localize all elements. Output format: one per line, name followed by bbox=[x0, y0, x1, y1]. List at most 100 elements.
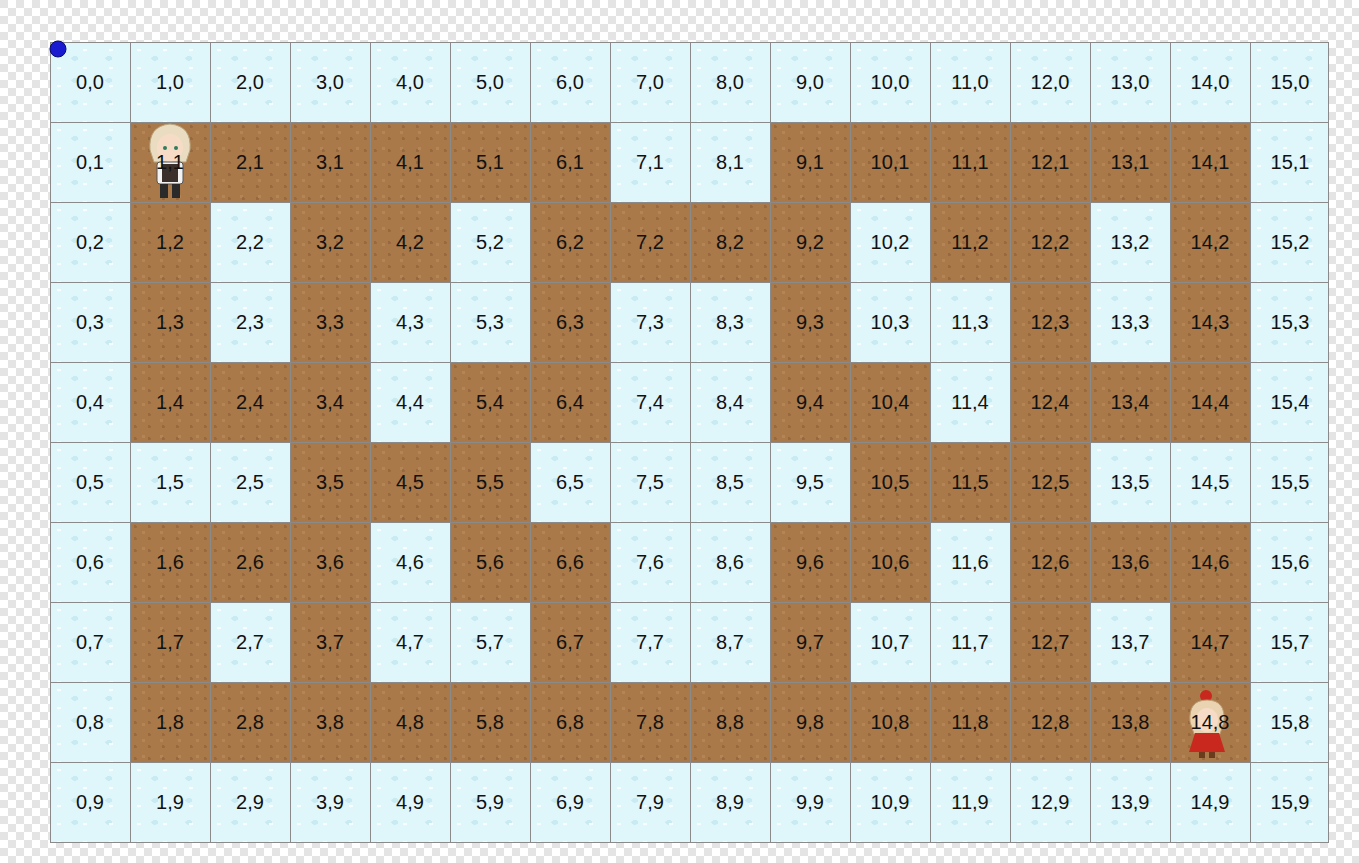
tile-cell: 9,4 bbox=[770, 362, 850, 442]
tile-coordinate: 0,9 bbox=[76, 791, 104, 814]
tile-coordinate: 15,5 bbox=[1271, 471, 1310, 494]
tile-cell: 0,8 bbox=[50, 682, 130, 762]
tile-coordinate: 8,9 bbox=[716, 791, 744, 814]
tile-cell: 9,2 bbox=[770, 202, 850, 282]
tile-cell: 0,7 bbox=[50, 602, 130, 682]
tile-coordinate: 15,4 bbox=[1271, 391, 1310, 414]
tile-cell: 7,8 bbox=[610, 682, 690, 762]
tile-coordinate: 6,3 bbox=[556, 311, 584, 334]
tile-coordinate: 4,6 bbox=[396, 551, 424, 574]
tile-coordinate: 0,2 bbox=[76, 231, 104, 254]
tile-coordinate: 9,4 bbox=[796, 391, 824, 414]
tile-cell: 0,4 bbox=[50, 362, 130, 442]
tile-coordinate: 8,0 bbox=[716, 71, 744, 94]
tile-coordinate: 10,9 bbox=[871, 791, 910, 814]
tile-coordinate: 3,7 bbox=[316, 631, 344, 654]
tile-cell: 15,3 bbox=[1250, 282, 1330, 362]
tile-coordinate: 8,5 bbox=[716, 471, 744, 494]
tile-coordinate: 11,4 bbox=[951, 391, 988, 414]
tile-cell: 7,7 bbox=[610, 602, 690, 682]
tile-coordinate: 5,2 bbox=[476, 231, 504, 254]
tile-cell: 7,0 bbox=[610, 42, 690, 122]
tile-cell: 4,4 bbox=[370, 362, 450, 442]
tile-cell: 13,8 bbox=[1090, 682, 1170, 762]
tile-cell: 8,9 bbox=[690, 762, 770, 842]
tile-coordinate: 13,1 bbox=[1111, 151, 1150, 174]
tile-coordinate: 9,9 bbox=[796, 791, 824, 814]
tile-cell: 10,6 bbox=[850, 522, 930, 602]
tile-cell: 6,7 bbox=[530, 602, 610, 682]
tile-coordinate: 1,8 bbox=[156, 711, 184, 734]
tile-cell: 4,6 bbox=[370, 522, 450, 602]
tile-coordinate: 14,3 bbox=[1191, 311, 1230, 334]
tile-coordinate: 7,6 bbox=[636, 551, 664, 574]
tile-coordinate: 8,1 bbox=[716, 151, 744, 174]
tile-cell: 3,3 bbox=[290, 282, 370, 362]
tile-cell: 1,1 bbox=[130, 122, 210, 202]
tile-coordinate: 1,6 bbox=[156, 551, 184, 574]
tile-cell: 13,1 bbox=[1090, 122, 1170, 202]
tile-cell: 11,8 bbox=[930, 682, 1010, 762]
tile-coordinate: 8,8 bbox=[716, 711, 744, 734]
tile-coordinate: 10,5 bbox=[871, 471, 910, 494]
tile-coordinate: 11,3 bbox=[951, 311, 988, 334]
tile-cell: 3,6 bbox=[290, 522, 370, 602]
tile-coordinate: 11,9 bbox=[951, 791, 988, 814]
tile-cell: 15,8 bbox=[1250, 682, 1330, 762]
tile-cell: 6,3 bbox=[530, 282, 610, 362]
tile-coordinate: 1,5 bbox=[156, 471, 184, 494]
tile-coordinate: 3,5 bbox=[316, 471, 344, 494]
origin-dot bbox=[50, 41, 66, 57]
tile-coordinate: 9,3 bbox=[796, 311, 824, 334]
tile-cell: 5,5 bbox=[450, 442, 530, 522]
tile-cell: 12,5 bbox=[1010, 442, 1090, 522]
tile-cell: 3,0 bbox=[290, 42, 370, 122]
tile-cell: 1,8 bbox=[130, 682, 210, 762]
tile-coordinate: 0,4 bbox=[76, 391, 104, 414]
tile-cell: 2,4 bbox=[210, 362, 290, 442]
tile-cell: 4,0 bbox=[370, 42, 450, 122]
tile-cell: 5,8 bbox=[450, 682, 530, 762]
tile-cell: 11,6 bbox=[930, 522, 1010, 602]
tile-cell: 12,3 bbox=[1010, 282, 1090, 362]
tile-coordinate: 4,9 bbox=[396, 791, 424, 814]
tile-cell: 11,4 bbox=[930, 362, 1010, 442]
tile-cell: 1,0 bbox=[130, 42, 210, 122]
tile-cell: 6,8 bbox=[530, 682, 610, 762]
tile-cell: 6,2 bbox=[530, 202, 610, 282]
tile-cell: 10,0 bbox=[850, 42, 930, 122]
tile-coordinate: 13,8 bbox=[1111, 711, 1150, 734]
tile-cell: 12,2 bbox=[1010, 202, 1090, 282]
tile-coordinate: 14,1 bbox=[1191, 151, 1230, 174]
tile-coordinate: 8,7 bbox=[716, 631, 744, 654]
tile-cell: 11,1 bbox=[930, 122, 1010, 202]
tile-cell: 2,7 bbox=[210, 602, 290, 682]
tile-coordinate: 14,8 bbox=[1191, 711, 1230, 734]
tile-cell: 8,0 bbox=[690, 42, 770, 122]
tile-cell: 6,6 bbox=[530, 522, 610, 602]
tile-coordinate: 1,4 bbox=[156, 391, 184, 414]
tile-coordinate: 7,4 bbox=[636, 391, 664, 414]
tile-coordinate: 6,2 bbox=[556, 231, 584, 254]
tile-coordinate: 5,3 bbox=[476, 311, 504, 334]
tile-coordinate: 5,0 bbox=[476, 71, 504, 94]
tile-cell: 15,1 bbox=[1250, 122, 1330, 202]
tile-cell: 4,7 bbox=[370, 602, 450, 682]
tile-cell: 9,8 bbox=[770, 682, 850, 762]
tile-coordinate: 8,2 bbox=[716, 231, 744, 254]
tile-coordinate: 1,1 bbox=[156, 151, 184, 174]
tile-coordinate: 13,5 bbox=[1111, 471, 1150, 494]
tile-cell: 1,4 bbox=[130, 362, 210, 442]
tile-cell: 12,7 bbox=[1010, 602, 1090, 682]
tile-cell: 9,0 bbox=[770, 42, 850, 122]
tile-coordinate: 9,1 bbox=[796, 151, 824, 174]
tile-cell: 3,8 bbox=[290, 682, 370, 762]
tile-coordinate: 10,2 bbox=[871, 231, 910, 254]
tile-coordinate: 0,3 bbox=[76, 311, 104, 334]
tile-cell: 7,9 bbox=[610, 762, 690, 842]
tile-cell: 2,3 bbox=[210, 282, 290, 362]
tile-coordinate: 2,0 bbox=[236, 71, 264, 94]
tile-coordinate: 9,8 bbox=[796, 711, 824, 734]
